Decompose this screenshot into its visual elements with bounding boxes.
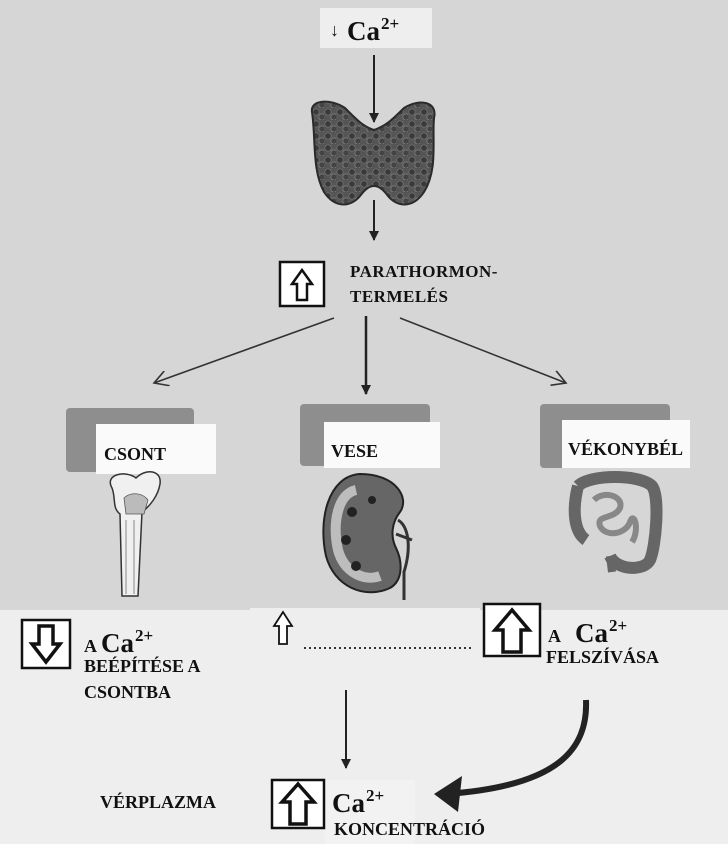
plasma-concentration-label: KONCENTRÁCIÓ bbox=[334, 820, 485, 838]
arrow-to-bone bbox=[154, 318, 334, 383]
ion-symbol: Ca bbox=[332, 788, 365, 818]
ion-charge: 2+ bbox=[609, 616, 627, 635]
intestine-label: VÉKONYBÉL bbox=[568, 440, 683, 458]
absorption-line2: FELSZÍVÁSA bbox=[546, 648, 659, 666]
ion-charge: 2+ bbox=[381, 14, 399, 33]
hormone-increase-box bbox=[280, 262, 324, 306]
hormone-label-line1: PARATHORMON- bbox=[350, 263, 498, 280]
bone-effect-line3: CSONTBA bbox=[84, 683, 171, 701]
bone-effect-prefix: A bbox=[84, 636, 97, 656]
curved-arrow-head bbox=[434, 776, 462, 812]
absorption-prefix: A bbox=[548, 626, 561, 646]
ion-charge: 2+ bbox=[366, 786, 384, 805]
plasma-ion-label: Ca2+ bbox=[332, 787, 384, 817]
curved-arrow-to-plasma bbox=[446, 700, 586, 794]
arrow-to-intestine bbox=[400, 318, 566, 383]
intestine-icon bbox=[575, 477, 657, 572]
femur-bone-icon bbox=[110, 472, 160, 596]
bone-label: CSONT bbox=[104, 445, 166, 463]
kidney-increase-arrow bbox=[274, 612, 292, 644]
ion-charge: 2+ bbox=[135, 626, 153, 645]
kidney-label: VESE bbox=[331, 442, 378, 460]
bone-label-box bbox=[66, 408, 216, 474]
down-arrow-icon: ↓ bbox=[330, 20, 339, 40]
calcium-decrease-label: ↓ Ca2+ bbox=[330, 15, 399, 45]
bone-effect-line2: BEÉPÍTÉSE A bbox=[84, 657, 201, 675]
plasma-label: VÉRPLAZMA bbox=[100, 793, 216, 811]
bone-effect-line1: A Ca2+ bbox=[84, 627, 153, 657]
ion-symbol: Ca bbox=[347, 16, 380, 46]
plasma-increase-box bbox=[272, 780, 324, 828]
ion-symbol: Ca bbox=[101, 628, 134, 658]
absorption-line1: A Ca2+ bbox=[548, 617, 627, 647]
absorption-increase-box bbox=[484, 604, 540, 656]
kidney-icon bbox=[323, 474, 412, 600]
bone-decrease-box bbox=[22, 620, 70, 668]
ion-symbol: Ca bbox=[575, 618, 608, 648]
hormone-label-line2: TERMELÉS bbox=[350, 288, 448, 305]
